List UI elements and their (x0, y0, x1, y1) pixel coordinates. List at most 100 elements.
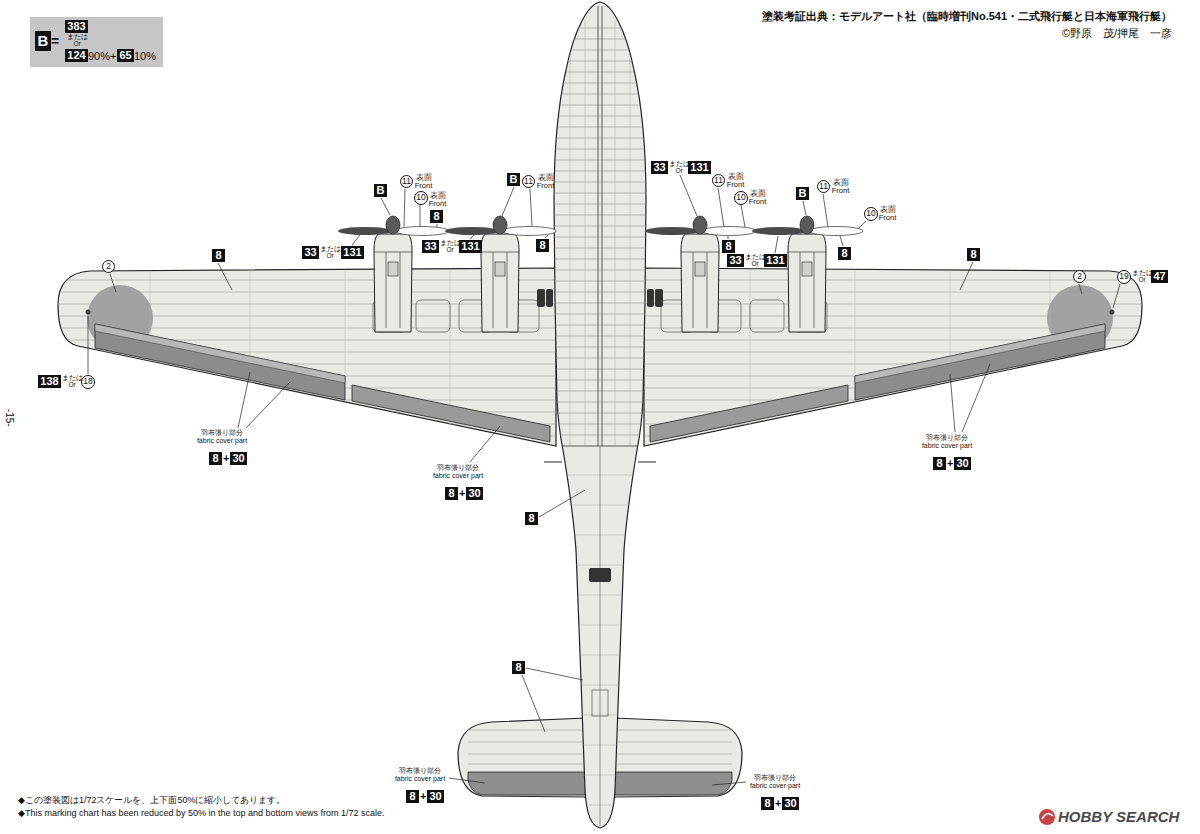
propeller-blade-dark (445, 227, 499, 235)
flap (352, 385, 550, 442)
panel-line (58, 436, 556, 437)
fabric-note: 羽布張り部分 fabric cover part (196, 429, 248, 445)
panel-line (540, 193, 660, 194)
plus-sign: + (947, 457, 953, 470)
color-number-circle: 10 (414, 191, 428, 205)
color-number-badge: 383 (65, 20, 88, 33)
callout-number: 2 (1077, 271, 1082, 282)
color-number-circle: 10 (864, 207, 878, 221)
engine-nacelle (374, 234, 519, 332)
panel-line (540, 237, 660, 238)
panel-line (58, 328, 556, 329)
watermark-logo (1039, 809, 1055, 825)
color-number-badge: 138 (38, 375, 61, 388)
color-number-circle: 19 (1117, 270, 1131, 284)
callout-number: 2 (106, 261, 111, 272)
panel-line (540, 358, 660, 359)
callout-number: 131 (461, 240, 479, 253)
panel-line (468, 754, 586, 755)
color-number-badge: 131 (459, 240, 482, 253)
alternative-note: または Or (668, 161, 690, 174)
beaching-gear (537, 289, 553, 307)
callout-number: 8 (841, 247, 847, 260)
plus-sign: + (223, 452, 229, 465)
panel-line (468, 730, 586, 731)
formula-text: 10% (134, 50, 156, 63)
callout-number: 33 (729, 254, 741, 267)
callout-number: 8 (725, 240, 731, 253)
color-number-badge: 8 (445, 487, 458, 500)
panel-line (540, 369, 660, 370)
propeller-blade-light (395, 227, 449, 236)
color-number-badge: 8 (838, 247, 851, 260)
panel-line (540, 28, 660, 29)
panel-line (598, 6, 599, 446)
leader-line (238, 364, 990, 462)
color-number-badge: 131 (764, 254, 787, 267)
surface-note: 表面 Front (428, 192, 447, 207)
callout-number: 33 (653, 161, 665, 174)
color-number-badge: 124 (65, 49, 88, 62)
panel-line (570, 20, 571, 445)
panel-line (630, 20, 631, 445)
color-number-badge: 33 (727, 254, 744, 267)
callout-number: 11 (402, 176, 411, 187)
color-number-badge: 131 (688, 161, 711, 174)
propellers (338, 216, 863, 236)
color-number-badge: 8 (512, 661, 525, 674)
surface-note: 表面 Front (878, 206, 897, 221)
panel-line (540, 402, 660, 403)
panel-line (540, 182, 660, 183)
panel-line (540, 303, 660, 304)
callout-number: 10 (736, 192, 745, 203)
panel-line (345, 268, 346, 446)
color-key-badge: B (35, 31, 51, 51)
callout-number: 138 (40, 375, 58, 388)
callout-number: 47 (1153, 270, 1165, 283)
panel-line (540, 270, 660, 271)
panel-line (540, 413, 660, 414)
color-number-circle: 18 (81, 375, 95, 389)
watermark: HOBBY SEARCH (1058, 808, 1179, 826)
copyright: ©野原 茂/押尾 一彦 (1062, 27, 1172, 40)
callout-number: 8 (433, 210, 439, 223)
tail-gear (589, 568, 611, 582)
color-number-badge: 8 (722, 240, 735, 253)
callout-number: 383 (67, 20, 85, 33)
color-number-badge: 8 (209, 452, 222, 465)
propeller-blade-dark (752, 227, 806, 235)
surface-note: 表面 Front (831, 179, 850, 194)
panel-line (540, 160, 660, 161)
hull (554, 2, 646, 828)
callout-number: B (799, 187, 807, 200)
panel-line (540, 61, 660, 62)
panel-line (58, 400, 556, 401)
right-half-wing-and-tail (614, 234, 1142, 797)
fabric-note: 羽布張り部分 fabric cover part (921, 434, 973, 450)
source-credit: 塗装考証出典：モデルアート社（臨時増刊No.541・二式飛行艇と日本海軍飛行艇） (762, 10, 1172, 23)
alternative-note: または Or (744, 254, 766, 267)
watermark-logo (1039, 809, 1055, 825)
engine-nacelle (374, 234, 412, 332)
panel-line (58, 316, 556, 317)
callout-number: 131 (343, 246, 361, 259)
color-number-badge: 33 (422, 240, 439, 253)
color-number-circle: 11 (400, 175, 413, 188)
panel-line (540, 204, 660, 205)
alternative-note: または Or (61, 375, 83, 388)
callout-number: 11 (714, 175, 723, 186)
panel-line (540, 105, 660, 106)
callout-number: 8 (539, 239, 545, 252)
alternative-note: または Or (319, 246, 341, 259)
panel-line (540, 259, 660, 260)
callout-number: 18 (83, 376, 92, 387)
panel-line (540, 347, 660, 348)
panel-lines (468, 730, 586, 764)
propeller-blade-light (702, 227, 756, 236)
spinner (800, 216, 814, 234)
leader-line (352, 189, 437, 245)
color-number-badge: 8 (761, 797, 774, 810)
callout-number: 19 (1119, 271, 1128, 282)
color-number-badge: 30 (954, 457, 971, 470)
